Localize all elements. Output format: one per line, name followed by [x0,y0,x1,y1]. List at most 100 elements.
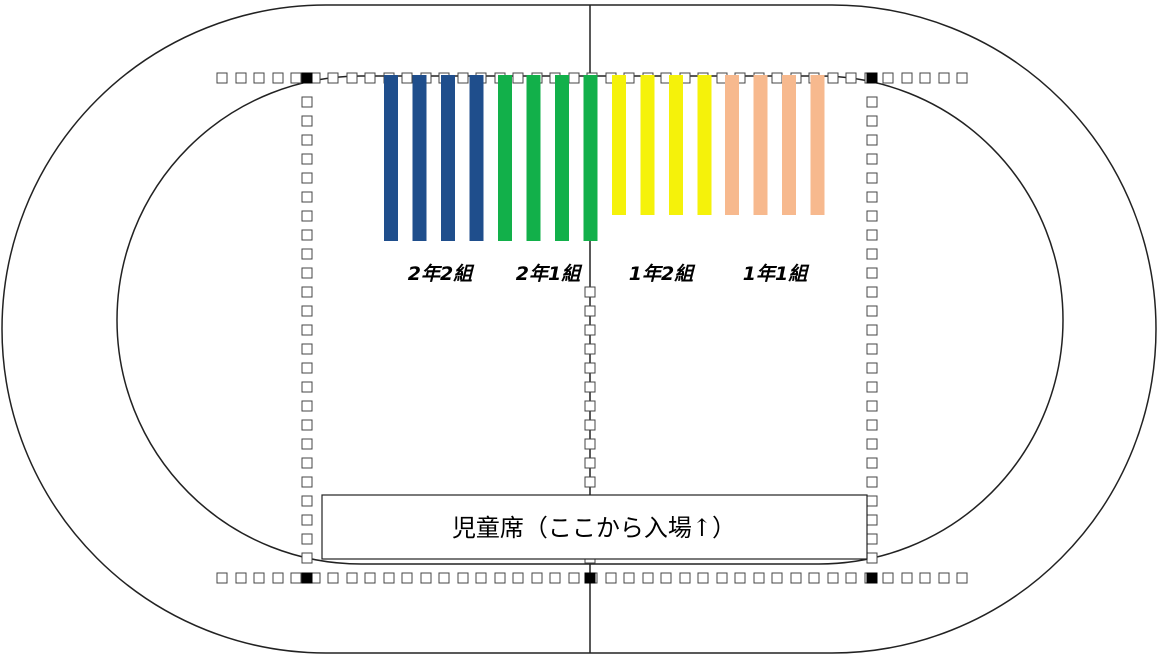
class-lane-bar [697,75,712,215]
center-column-marker [584,457,596,469]
right-column-marker [866,96,878,108]
bottom-marker [549,572,561,584]
right-column-marker [866,438,878,450]
right-column-marker [866,229,878,241]
center-column-marker [584,343,596,355]
top-marker [512,72,524,84]
bottom-marker [364,572,376,584]
field-markers [216,72,968,584]
bottom-marker [716,572,728,584]
right-column-marker [866,248,878,260]
class-lane-bar [412,75,427,241]
center-column-marker [584,400,596,412]
left-column-marker [301,324,313,336]
bottom-marker [642,572,654,584]
left-column-marker [301,495,313,507]
top-marker [919,72,931,84]
bottom-marker [882,572,894,584]
right-column-marker [866,381,878,393]
right-column-marker [866,514,878,526]
left-column-marker [301,400,313,412]
top-marker [901,72,913,84]
left-column-marker [301,286,313,298]
center-column-marker [584,286,596,298]
right-column-marker [866,457,878,469]
class-lane-bar [583,75,598,241]
student-seating-box [321,494,868,560]
top-marker [290,72,302,84]
top-marker [938,72,950,84]
top-marker [568,72,580,84]
right-column-marker [866,305,878,317]
left-column-marker [301,134,313,146]
top-marker [272,72,284,84]
bottom-marker [531,572,543,584]
center-column-marker [584,438,596,450]
bottom-marker [623,572,635,584]
corner-post [866,72,878,84]
right-column-marker [866,191,878,203]
class-lane-bar [469,75,484,241]
bottom-marker [771,572,783,584]
center-column-marker [584,362,596,374]
right-column-marker [866,153,878,165]
top-marker [253,72,265,84]
top-marker [216,72,228,84]
bottom-marker [938,572,950,584]
right-column-marker [866,419,878,431]
class-lane-bar [669,75,683,215]
bottom-marker [734,572,746,584]
bottom-marker [401,572,413,584]
corner-post [301,72,313,84]
left-column-marker [301,419,313,431]
bottom-marker [660,572,672,584]
bottom-marker [919,572,931,584]
left-column-marker [301,343,313,355]
bottom-marker [253,572,265,584]
class-lanes [384,75,825,241]
right-column-marker [866,134,878,146]
bottom-marker [790,572,802,584]
student-seating-label: 児童席（ここから入場↑） [452,514,736,542]
right-column-marker [866,115,878,127]
class-lane-bar [612,75,626,215]
right-column-marker [866,324,878,336]
class-lane-bar [555,75,569,241]
top-marker [845,72,857,84]
class-labels: 2年2組 2年1組 1年2組 1年1組 [408,263,810,285]
class-label-2-2: 2年2組 [408,263,475,285]
bottom-marker [808,572,820,584]
right-column-marker [866,552,878,564]
class-lane-bar [441,75,455,241]
bottom-marker [235,572,247,584]
bottom-marker [697,572,709,584]
left-column-marker [301,172,313,184]
left-column-marker [301,96,313,108]
bottom-marker [512,572,524,584]
bottom-marker [605,572,617,584]
center-column-marker [584,324,596,336]
left-column-marker [301,191,313,203]
top-marker [882,72,894,84]
right-column-marker [866,495,878,507]
class-lane-bar [498,75,512,241]
right-column-marker [866,400,878,412]
bottom-marker [457,572,469,584]
bottom-marker [679,572,691,584]
right-column-marker [866,476,878,488]
left-column-marker [301,305,313,317]
right-column-marker [866,286,878,298]
corner-post [584,572,596,584]
bottom-marker [475,572,487,584]
right-column-marker [866,343,878,355]
class-lane-bar [782,75,796,215]
class-lane-bar [810,75,825,215]
left-column-marker [301,552,313,564]
top-marker [235,72,247,84]
class-label-1-1: 1年1組 [743,263,810,285]
left-column-marker [301,210,313,222]
bottom-marker [420,572,432,584]
class-lane-bar [384,75,398,241]
top-marker [401,72,413,84]
